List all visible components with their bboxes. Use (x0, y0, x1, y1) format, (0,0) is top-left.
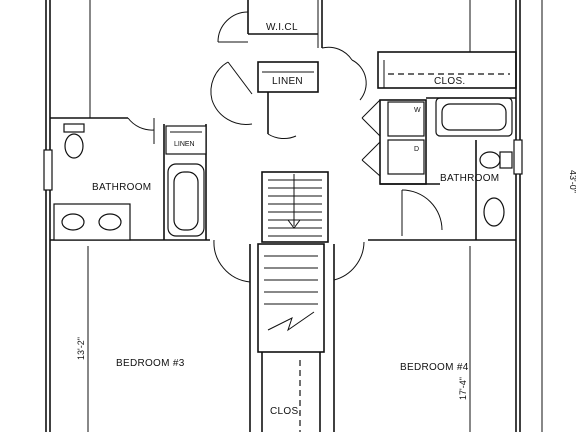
washer-label: W (414, 107, 421, 114)
dimension-height-right: 43'-0" (568, 170, 576, 193)
laundry: W D (361, 99, 427, 185)
hall-linen: LINEN (257, 61, 319, 134)
linen-left-label: LINEN (174, 141, 195, 148)
bottom-closet: CLOS. (261, 352, 321, 432)
lower-door-swings (213, 239, 365, 283)
top-right-closet: CLOS. (377, 51, 517, 89)
stair (257, 171, 329, 353)
top-walls (50, 0, 471, 119)
hall-door-swings (210, 46, 367, 140)
wicl-label: W.I.CL (266, 22, 298, 33)
linen-top-label: LINEN (272, 76, 303, 87)
bedroom-4-label: BEDROOM #4 (400, 362, 469, 373)
dimension-bedroom-4: 17'-4" (458, 377, 468, 400)
left-bathroom: LINEN BATHROOM (50, 117, 210, 241)
dryer-label: D (414, 146, 419, 153)
bathroom-right-label: BATHROOM (440, 173, 499, 184)
dimension-bedroom-3: 13'-2" (76, 337, 86, 360)
clos-bottom-label: CLOS. (270, 406, 302, 417)
bathroom-left-label: BATHROOM (92, 182, 151, 193)
dimensions: 43'-0" 13'-2" 17'-4" (76, 0, 576, 432)
clos-top-label: CLOS. (434, 76, 466, 87)
walk-in-closet: W.I.CL (248, 22, 318, 35)
bedrooms: BEDROOM #3 BEDROOM #4 (87, 244, 471, 432)
right-bathroom: BATHROOM (368, 97, 516, 241)
bedroom-3-label: BEDROOM #3 (116, 358, 185, 369)
